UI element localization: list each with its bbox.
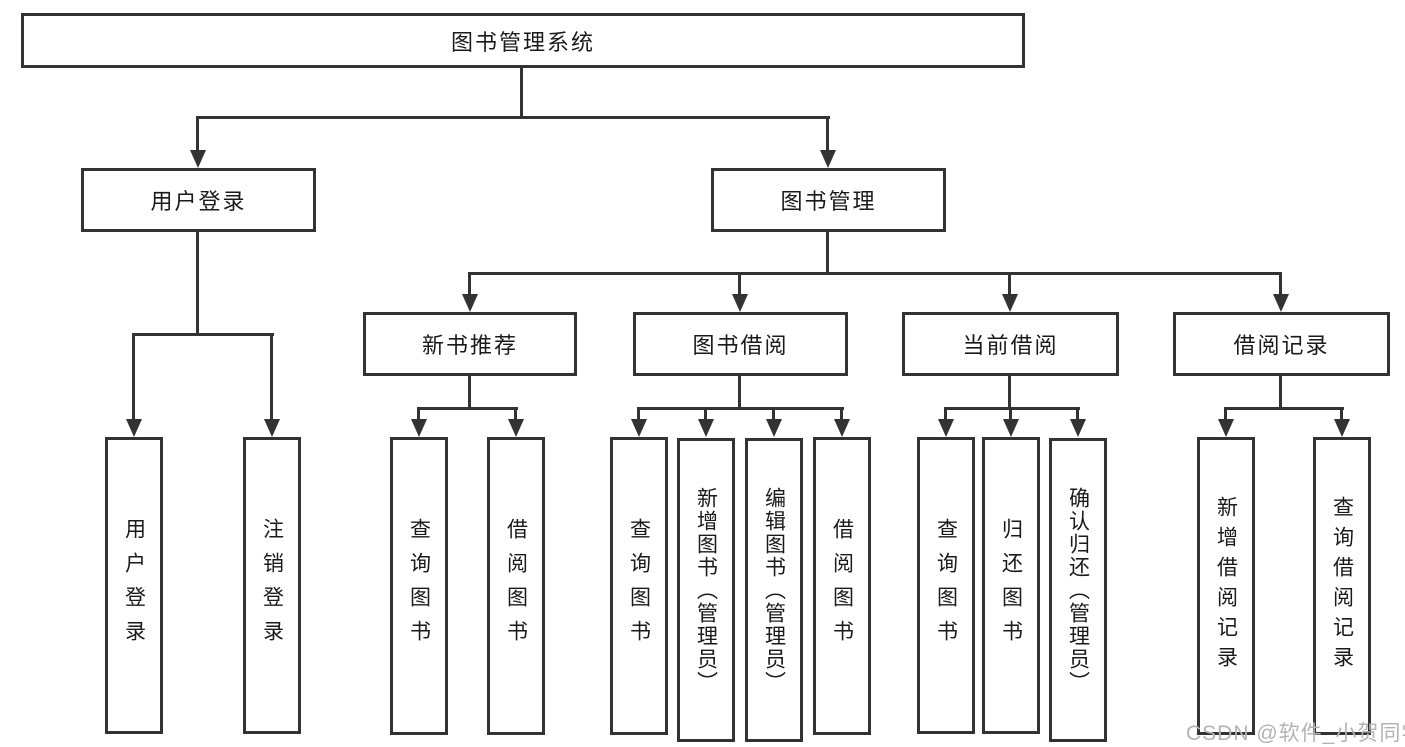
connector-line bbox=[468, 272, 471, 296]
connector-line bbox=[944, 407, 947, 421]
connector-line bbox=[1340, 407, 1343, 421]
node-current-borrow: 当前借阅 bbox=[902, 312, 1119, 376]
connector-line bbox=[468, 272, 1282, 275]
leaf-cb-confirm: 确认归还（管理员） bbox=[1049, 438, 1107, 742]
connector-line bbox=[944, 407, 1080, 410]
connector-line bbox=[637, 407, 640, 421]
leaf-bb-add-label: 新增图书（管理员） bbox=[694, 486, 718, 694]
connector-line bbox=[1279, 376, 1282, 409]
connector-line bbox=[417, 407, 518, 410]
connector-line bbox=[1279, 272, 1282, 296]
leaf-bb-edit-label: 编辑图书（管理员） bbox=[762, 486, 786, 694]
node-book-borrow-label: 图书借阅 bbox=[692, 333, 789, 358]
leaf-bb-borrow-label: 借阅图书 bbox=[830, 518, 854, 654]
connector-line bbox=[196, 116, 830, 119]
node-root: 图书管理系统 bbox=[21, 13, 1025, 68]
node-new-books-label: 新书推荐 bbox=[421, 333, 518, 358]
arrow-down-icon bbox=[1003, 419, 1019, 437]
leaf-cb-confirm-label: 确认归还（管理员） bbox=[1066, 486, 1090, 694]
connector-line bbox=[1009, 407, 1012, 421]
connector-line bbox=[840, 407, 843, 421]
arrow-down-icon bbox=[1070, 419, 1086, 437]
node-book-mgmt: 图书管理 bbox=[711, 168, 946, 232]
connector-line bbox=[270, 333, 273, 421]
arrow-down-icon bbox=[732, 294, 748, 312]
connector-line bbox=[520, 67, 523, 118]
connector-line bbox=[1076, 407, 1079, 421]
leaf-br-query: 查询借阅记录 bbox=[1313, 437, 1371, 735]
leaf-bb-borrow: 借阅图书 bbox=[813, 437, 871, 735]
leaf-cb-return-label: 归还图书 bbox=[999, 517, 1023, 654]
connector-line bbox=[132, 333, 274, 336]
leaf-user-login-label: 用户登录 bbox=[122, 517, 146, 654]
leaf-bb-edit: 编辑图书（管理员） bbox=[745, 438, 803, 742]
watermark: CSDN @软件_小贺同学 bbox=[1186, 722, 1405, 745]
leaf-user-login: 用户登录 bbox=[105, 437, 163, 734]
node-book-mgmt-label: 图书管理 bbox=[780, 189, 877, 214]
arrow-down-icon bbox=[508, 419, 524, 437]
connector-line bbox=[196, 232, 199, 335]
arrow-down-icon bbox=[834, 419, 850, 437]
leaf-nb-borrow: 借阅图书 bbox=[487, 437, 545, 735]
arrow-down-icon bbox=[766, 419, 782, 437]
leaf-nb-query-label: 查询图书 bbox=[407, 518, 431, 654]
connector-line bbox=[772, 407, 775, 421]
leaf-br-add: 新增借阅记录 bbox=[1197, 437, 1255, 735]
arrow-down-icon bbox=[411, 419, 427, 437]
leaf-cb-query-label: 查询图书 bbox=[934, 517, 958, 654]
connector-line bbox=[738, 272, 741, 296]
node-borrow-records-label: 借阅记录 bbox=[1233, 333, 1330, 358]
connector-line bbox=[417, 407, 420, 421]
connector-line bbox=[1224, 407, 1344, 410]
node-new-books: 新书推荐 bbox=[363, 312, 577, 376]
arrow-down-icon bbox=[1334, 419, 1350, 437]
connector-line bbox=[1224, 407, 1227, 421]
leaf-bb-query-label: 查询图书 bbox=[627, 518, 651, 654]
node-user-login: 用户登录 bbox=[81, 168, 316, 232]
connector-line bbox=[826, 117, 829, 152]
connector-line bbox=[514, 407, 517, 421]
arrow-down-icon bbox=[1273, 294, 1289, 312]
leaf-bb-add: 新增图书（管理员） bbox=[677, 438, 735, 742]
arrow-down-icon bbox=[938, 419, 954, 437]
connector-line bbox=[132, 333, 135, 421]
arrow-down-icon bbox=[698, 419, 714, 437]
leaf-bb-query: 查询图书 bbox=[610, 437, 668, 735]
leaf-br-add-label: 新增借阅记录 bbox=[1214, 496, 1238, 676]
connector-line bbox=[738, 376, 741, 409]
node-book-borrow: 图书借阅 bbox=[633, 312, 848, 376]
connector-line bbox=[826, 232, 829, 274]
arrow-down-icon bbox=[1218, 419, 1234, 437]
leaf-nb-query: 查询图书 bbox=[390, 437, 448, 735]
connector-line bbox=[196, 117, 199, 152]
node-current-borrow-label: 当前借阅 bbox=[962, 333, 1059, 358]
arrow-down-icon bbox=[820, 150, 836, 168]
arrow-down-icon bbox=[264, 419, 280, 437]
connector-line bbox=[468, 376, 471, 409]
arrow-down-icon bbox=[631, 419, 647, 437]
node-root-label: 图书管理系统 bbox=[450, 29, 595, 55]
leaf-logout-label: 注销登录 bbox=[260, 517, 284, 654]
connector-line bbox=[637, 407, 844, 410]
node-user-login-label: 用户登录 bbox=[150, 189, 247, 214]
connector-line bbox=[704, 407, 707, 421]
arrow-down-icon bbox=[190, 150, 206, 168]
arrow-down-icon bbox=[462, 294, 478, 312]
arrow-down-icon bbox=[1002, 294, 1018, 312]
leaf-logout: 注销登录 bbox=[243, 437, 301, 734]
connector-line bbox=[1008, 376, 1011, 409]
connector-line bbox=[1008, 272, 1011, 296]
leaf-cb-query: 查询图书 bbox=[917, 437, 975, 734]
node-borrow-records: 借阅记录 bbox=[1173, 312, 1390, 376]
arrow-down-icon bbox=[126, 419, 142, 437]
leaf-nb-borrow-label: 借阅图书 bbox=[504, 518, 528, 654]
leaf-br-query-label: 查询借阅记录 bbox=[1330, 496, 1354, 676]
leaf-cb-return: 归还图书 bbox=[982, 437, 1040, 734]
